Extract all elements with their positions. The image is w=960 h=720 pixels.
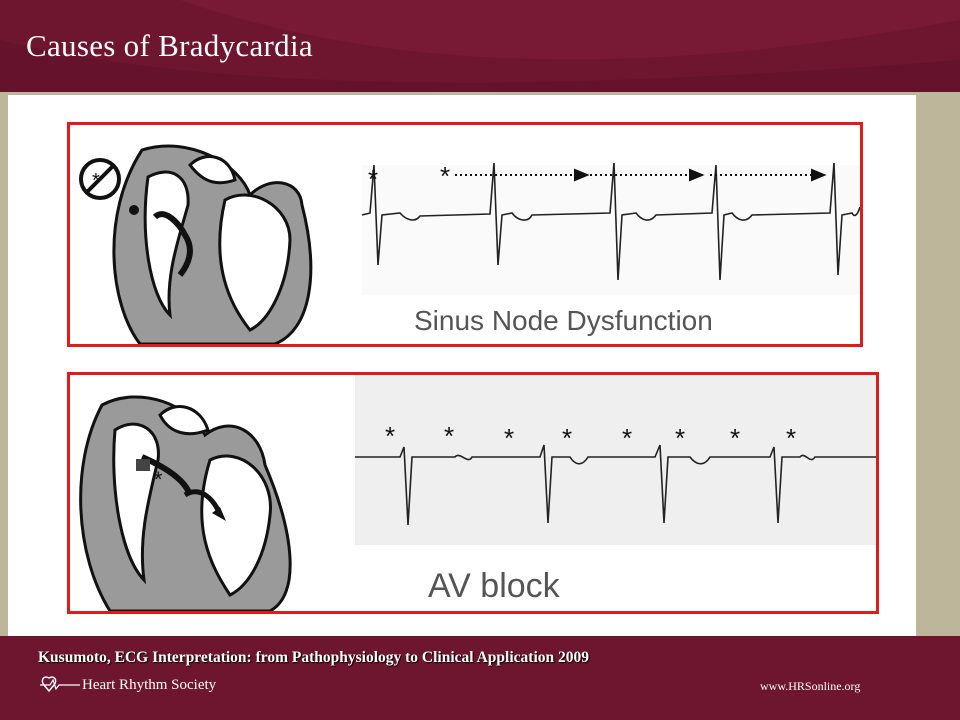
- av-marker-3: *: [504, 423, 514, 453]
- av-block-label: AV block: [428, 567, 560, 605]
- header-bar: Causes of Bradycardia: [0, 0, 960, 92]
- av-marker-2: *: [444, 421, 454, 451]
- rr-interval-arrows: [455, 168, 827, 182]
- heart-pulse-icon: [40, 676, 80, 693]
- conduction-pathway: [152, 211, 193, 277]
- heart-illustration: [112, 144, 313, 344]
- av-marker-7: *: [730, 423, 740, 453]
- slide-content: * * * Sinus Node Dysfunction: [8, 95, 916, 636]
- sinus-node-diagram: * * *: [79, 144, 860, 344]
- heart-illustration-2: [79, 395, 292, 611]
- header-swoosh: [0, 0, 960, 92]
- sinus-node-panel: * * * Sinus Node Dysfunction: [67, 122, 863, 347]
- sinus-node-star: *: [92, 170, 100, 192]
- ecg-marker-2: *: [440, 161, 450, 191]
- av-marker-8: *: [786, 423, 796, 453]
- logo-text: Heart Rhythm Society: [82, 677, 217, 693]
- av-marker-1: *: [385, 421, 395, 451]
- av-block-diagram: * * * * * * * * *: [79, 375, 876, 611]
- page-title: Causes of Bradycardia: [26, 28, 313, 63]
- sinus-node-dot: [129, 205, 139, 215]
- av-marker-5: *: [622, 423, 632, 453]
- av-node-block: [136, 459, 150, 471]
- ecg-strip-sinus: [361, 162, 860, 295]
- blocked-sinus-node-icon: [79, 158, 121, 200]
- av-block-panel: * * * * * * * * * AV block: [67, 372, 879, 614]
- ecg-marker-1: *: [368, 164, 378, 194]
- ecg-strip-av: [355, 375, 876, 545]
- av-marker-6: *: [675, 423, 685, 453]
- sinus-node-label: Sinus Node Dysfunction: [414, 305, 713, 336]
- av-node-star: *: [154, 467, 163, 492]
- footer-bar: Kusumoto, ECG Interpretation: from Patho…: [0, 636, 960, 720]
- site-url[interactable]: www.HRSonline.org: [760, 679, 861, 693]
- citation-text: Kusumoto, ECG Interpretation: from Patho…: [38, 649, 589, 666]
- av-marker-4: *: [562, 423, 572, 453]
